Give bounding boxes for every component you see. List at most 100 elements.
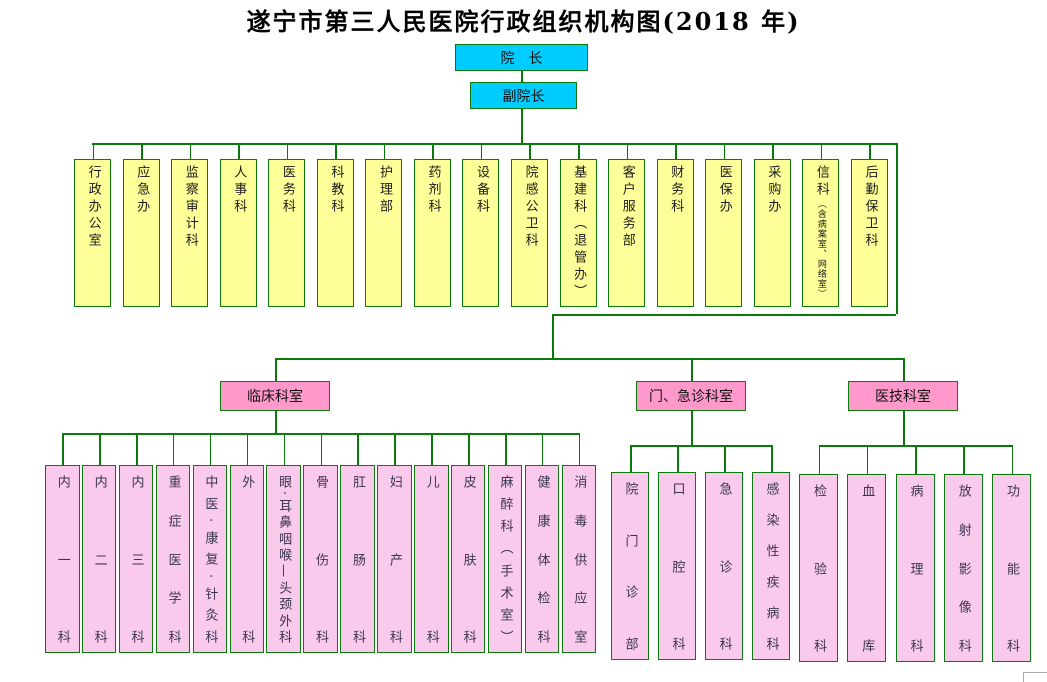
dept-column-char: 影 <box>955 561 971 575</box>
admin-dept-label: 医保办 <box>716 165 732 216</box>
dept-column-char: 门 <box>622 533 638 547</box>
admin-dept-label: 基建科（退管办） <box>571 165 587 301</box>
dept-column: 肛肠科 <box>340 465 375 653</box>
dept-column: 内三科 <box>118 465 154 653</box>
connector-line <box>275 358 277 381</box>
connector-line <box>630 445 771 447</box>
dept-column-char: 射 <box>955 522 971 536</box>
dept-column-char: 科 <box>763 637 779 650</box>
dept-column-char: 科 <box>54 630 70 643</box>
dept-column-char: 肛 <box>349 475 365 488</box>
dept-column-char: 康 <box>202 530 218 544</box>
chart-title: 遂宁市第三人民医院行政组织机构图(2018 年) <box>246 7 801 36</box>
connector-line <box>480 143 483 159</box>
dept-column-char: 功 <box>1004 484 1019 497</box>
dept-column-char: 眼 <box>276 475 292 488</box>
connector-line <box>468 433 470 465</box>
dept-column-char: 能 <box>1004 561 1019 575</box>
admin-dept-box: 信科（含病案室、网络室） <box>802 159 840 307</box>
connector-line <box>432 143 434 159</box>
dept-column-char: 科 <box>239 630 255 643</box>
dept-column-char: 灸 <box>202 608 218 622</box>
dept-column: 放射影像科 <box>943 474 983 662</box>
admin-dept-label: 设备科 <box>474 165 490 216</box>
connector-line <box>691 358 693 381</box>
connector-line <box>357 433 359 465</box>
connector-line <box>141 143 143 159</box>
dept-column-char: — <box>276 564 292 578</box>
dept-column-char: 肠 <box>349 552 365 566</box>
connector-line <box>99 433 101 465</box>
connector-line <box>246 433 249 465</box>
dept-column-char: 头 <box>276 580 292 594</box>
dept-column-char: 科 <box>955 639 971 652</box>
dept-column-char: 伤 <box>313 552 329 566</box>
dept-column-char: 科 <box>716 637 732 650</box>
connector-line <box>552 314 896 316</box>
dept-column-char: 院 <box>622 482 638 495</box>
dept-column-char: 二 <box>91 552 107 566</box>
dept-column-char: · <box>202 574 218 579</box>
dept-column-char: 性 <box>763 544 779 557</box>
admin-dept-sublabel: （含病案室、网络室） <box>815 199 826 299</box>
dept-column-char: 科 <box>202 629 218 643</box>
dept-column: 口腔科 <box>658 472 696 660</box>
dept-column-char: 供 <box>571 552 587 566</box>
connector-line <box>677 445 679 472</box>
dept-column-char: 学 <box>165 591 181 605</box>
group-header-medical-tech: 医技科室 <box>848 381 958 411</box>
dept-column-char: 手 <box>497 563 513 577</box>
dept-column: 感染性疾病科 <box>752 472 790 660</box>
dept-column-char: 麻 <box>497 475 513 488</box>
admin-dept-label: 护理部 <box>376 165 392 216</box>
dept-column-char: 健 <box>534 475 550 488</box>
admin-dept-label: 科教科 <box>328 165 344 216</box>
connector-line <box>238 143 240 159</box>
admin-dept-box: 客户服务部 <box>608 159 646 307</box>
admin-dept-label: 医务科 <box>279 165 295 216</box>
dept-column: 病理科 <box>895 474 935 662</box>
group-header-outpatient-emergency: 门、急诊科室 <box>636 381 746 411</box>
connector-line <box>771 445 773 472</box>
connector-line <box>675 143 677 159</box>
dept-column-char: 消 <box>571 475 587 488</box>
connector-line <box>866 445 869 474</box>
connector-line <box>92 143 896 145</box>
connector-line <box>92 143 94 159</box>
connector-line <box>383 143 386 159</box>
dept-column-char: 科 <box>349 630 365 643</box>
dept-column-char: 病 <box>907 484 923 497</box>
dept-column: 麻醉科（手术室） <box>487 465 523 653</box>
dept-column-char: 库 <box>859 639 875 652</box>
dept-column-char: 骨 <box>313 475 329 488</box>
dept-column-char: 诊 <box>716 559 732 573</box>
connector-line <box>723 143 726 159</box>
connector-line <box>578 433 581 465</box>
dept-column-char: 感 <box>763 482 779 495</box>
dept-column-char: 内 <box>91 475 107 488</box>
dept-column-char: 儿 <box>423 475 439 488</box>
connector-line <box>209 433 212 465</box>
dept-column-char: 术 <box>497 585 513 599</box>
admin-dept-label: 后勤保卫科 <box>862 165 878 250</box>
dept-column-char: 室 <box>571 630 587 643</box>
dept-column: 血库 <box>847 474 887 662</box>
dept-column-char: 科 <box>91 630 107 643</box>
dept-column-char: 科 <box>386 630 402 643</box>
connector-line <box>552 314 554 358</box>
admin-dept-box: 医保办 <box>705 159 743 307</box>
connector-line <box>869 143 871 159</box>
dept-column-char: 放 <box>955 484 971 497</box>
admin-dept-label: 采购办 <box>765 165 781 216</box>
connector-line <box>915 445 917 474</box>
dept-column-char: 医 <box>165 552 181 566</box>
dept-column: 中医·康复·针灸科 <box>192 465 228 653</box>
dept-column-char: 颈 <box>276 597 292 611</box>
admin-dept-label: 信科 <box>813 165 829 199</box>
connector-line <box>903 411 905 445</box>
dept-column-char: 口 <box>669 482 685 495</box>
connector-line <box>394 433 396 465</box>
connector-line <box>283 433 286 465</box>
dept-column-char: 科 <box>534 630 550 643</box>
